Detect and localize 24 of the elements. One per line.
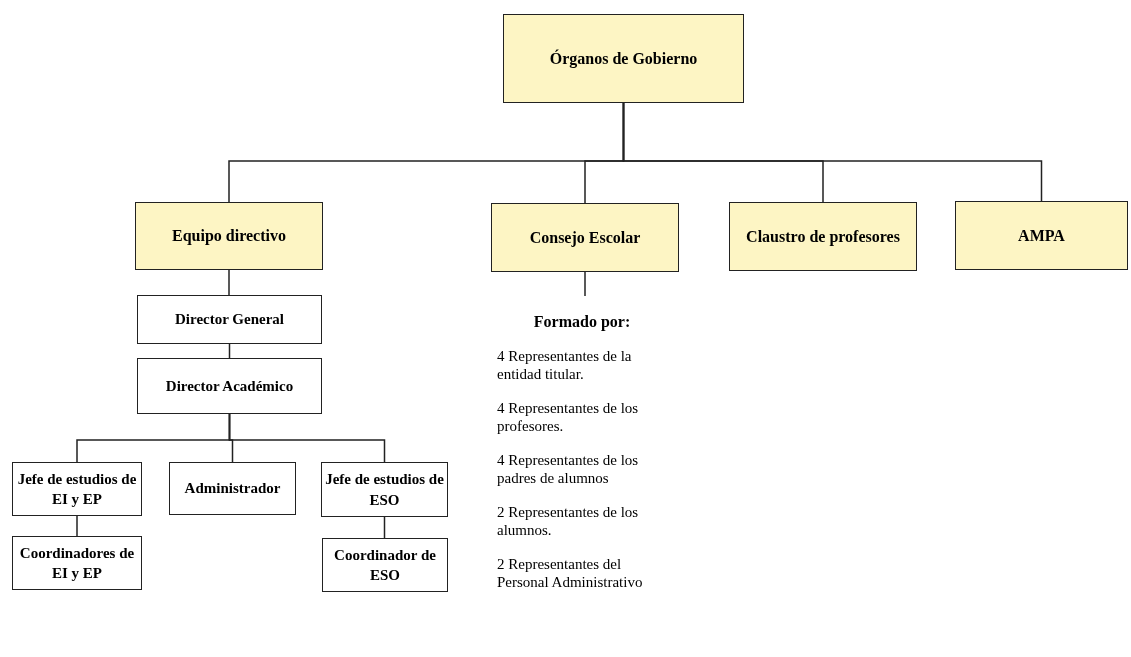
connector-line bbox=[228, 269, 230, 296]
member-text: 4 Representantes de los profesores. bbox=[497, 399, 640, 436]
connector-line bbox=[228, 413, 386, 463]
role-box: Jefe de estudios de EI y EP bbox=[12, 462, 142, 516]
connector-line bbox=[584, 271, 586, 297]
role-box: Director Académico bbox=[137, 358, 322, 414]
member-text: 2 Representantes del Personal Administrativo bbox=[497, 555, 644, 592]
governing-body-box: Claustro de profesores bbox=[729, 202, 917, 271]
member-text: 4 Representantes de los padres de alumnos bbox=[497, 451, 640, 488]
list-heading: Formado por: bbox=[532, 312, 632, 332]
role-box: Coordinadores de EI y EP bbox=[12, 536, 142, 590]
governing-body-box: AMPA bbox=[955, 201, 1128, 270]
governing-body-box: Consejo Escolar bbox=[491, 203, 679, 272]
governing-body-box: Equipo directivo bbox=[135, 202, 323, 270]
member-text: 2 Representantes de los alumnos. bbox=[497, 503, 640, 540]
role-box: Jefe de estudios de ESO bbox=[321, 462, 448, 517]
governing-body-box: Órganos de Gobierno bbox=[503, 14, 744, 103]
role-box: Administrador bbox=[169, 462, 296, 515]
member-text: 4 Representantes de la entidad titular. bbox=[497, 347, 633, 384]
connector-line bbox=[383, 516, 386, 539]
connector-line bbox=[76, 515, 78, 537]
role-box: Coordinador de ESO bbox=[322, 538, 448, 592]
connector-line bbox=[622, 102, 1043, 202]
role-box: Director General bbox=[137, 295, 322, 344]
